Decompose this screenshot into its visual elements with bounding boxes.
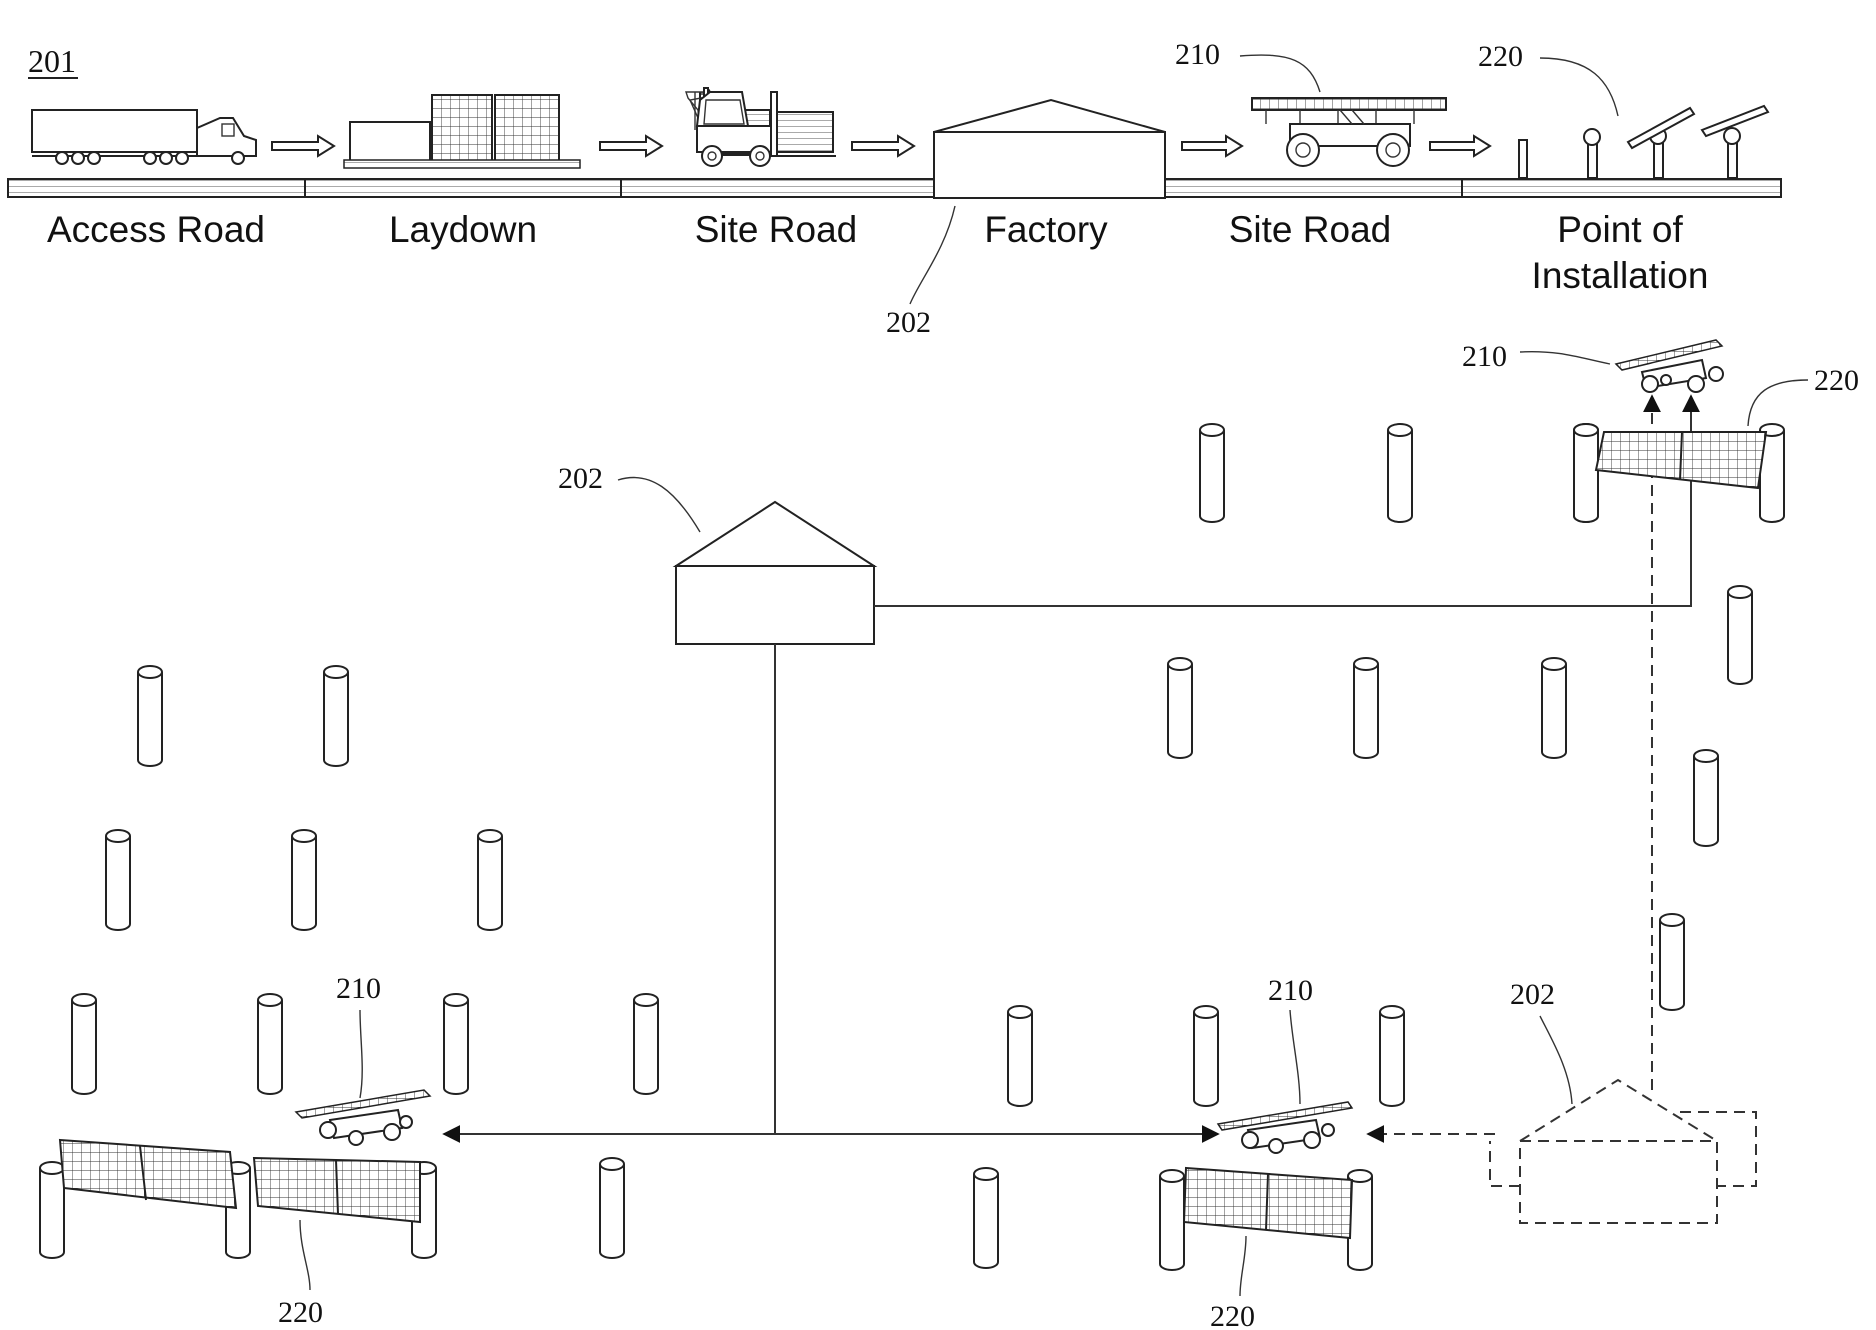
forklift-body [697, 92, 836, 166]
pile-post-top [974, 1168, 998, 1180]
leader-line [618, 477, 700, 532]
pile-post-top [444, 994, 468, 1006]
pile-post-top [600, 1158, 624, 1170]
pile-post [324, 672, 348, 766]
pile-post [106, 836, 130, 930]
installation-posts-icon [1519, 106, 1768, 178]
pile-post [1728, 592, 1752, 684]
pile-post-top [72, 994, 96, 1006]
pile-post-top [1354, 658, 1378, 670]
stage-label-installation: Installation [1532, 255, 1709, 296]
leader-line [1240, 55, 1320, 92]
pile-post [1542, 664, 1566, 758]
pile-post [40, 1168, 64, 1258]
tracker-array-bottom-middle [1184, 1168, 1352, 1238]
factory-main [676, 502, 874, 644]
pile-post-top [1194, 1006, 1218, 1018]
pile-post [1200, 430, 1224, 522]
leader-line [1290, 1010, 1300, 1104]
pile-post [1380, 1012, 1404, 1106]
ref-210-top-right: 210 [1462, 340, 1507, 373]
leader-line [360, 1010, 362, 1098]
pile-post [1160, 1176, 1184, 1270]
vehicle-bottom-middle [1218, 1102, 1352, 1153]
leader-line [910, 206, 955, 304]
installation-vehicle-icon [1252, 98, 1446, 166]
ref-210-bottom-middle: 210 [1268, 974, 1313, 1007]
pile-post-top [1660, 914, 1684, 926]
pile-post-top [634, 994, 658, 1006]
pile-field [40, 424, 1784, 1270]
pile-post-top [1388, 424, 1412, 436]
pile-post-top [1542, 658, 1566, 670]
leader-line [1748, 380, 1808, 426]
pile-post [1388, 430, 1412, 522]
stage-label-site-road-2: Site Road [1229, 209, 1392, 250]
ref-210-bottom-left: 210 [336, 972, 381, 1005]
pile-post [478, 836, 502, 930]
pile-post [1574, 430, 1598, 522]
pile-post-top [1694, 750, 1718, 762]
pile-post [1168, 664, 1192, 758]
pile-post-top [40, 1162, 64, 1174]
stage-label-point-of-installation: Point of [1557, 209, 1683, 250]
ref-220-top: 220 [1478, 40, 1523, 73]
leader-line [1520, 352, 1610, 364]
pile-post-top [106, 830, 130, 842]
pile-post [1660, 920, 1684, 1010]
factory-mobile [1490, 1080, 1756, 1223]
pile-post [444, 1000, 468, 1094]
pile-post [634, 1000, 658, 1094]
ref-210-top: 210 [1175, 38, 1220, 71]
laydown-crates-icon [344, 95, 580, 168]
pile-post-top [1574, 424, 1598, 436]
ref-202-mobile: 202 [1510, 978, 1555, 1011]
pile-post [1194, 1012, 1218, 1106]
stage-label-factory: Factory [984, 209, 1108, 250]
pile-post [1008, 1012, 1032, 1106]
leader-line [1540, 58, 1618, 116]
pile-post-top [1160, 1170, 1184, 1182]
leader-line [300, 1220, 310, 1290]
pile-post [1694, 756, 1718, 846]
process-strip: 201 [8, 38, 1781, 339]
vehicle-top-right [1616, 340, 1723, 392]
factory-building-icon [934, 100, 1165, 198]
pile-post [600, 1164, 624, 1258]
ref-202-main: 202 [558, 462, 603, 495]
pile-post [974, 1174, 998, 1268]
ref-220-bottom-middle: 220 [1210, 1300, 1255, 1330]
stage-label-access-road: Access Road [47, 209, 265, 250]
stage-label-site-road: Site Road [695, 209, 858, 250]
pile-post-top [258, 994, 282, 1006]
pile-post [138, 672, 162, 766]
pile-post [292, 836, 316, 930]
stage-label-laydown: Laydown [389, 209, 537, 250]
tracker-array-top-right [1596, 432, 1766, 488]
pile-post-top [138, 666, 162, 678]
pile-post [1354, 664, 1378, 758]
delivery-routes [444, 396, 1691, 1134]
pile-post-top [1728, 586, 1752, 598]
ref-220-top-right: 220 [1814, 364, 1859, 397]
leader-line [1240, 1236, 1246, 1296]
road-band [8, 179, 1781, 197]
pile-post-top [1008, 1006, 1032, 1018]
pile-post [258, 1000, 282, 1094]
ref-220-bottom-left: 220 [278, 1296, 323, 1329]
semi-truck-icon [32, 110, 256, 164]
pile-post-top [478, 830, 502, 842]
pile-post [72, 1000, 96, 1094]
pile-post-top [1168, 658, 1192, 670]
figure-ref-201: 201 [28, 43, 76, 79]
leader-line [1540, 1016, 1572, 1104]
pile-post-top [292, 830, 316, 842]
pile-post-top [1380, 1006, 1404, 1018]
pile-post-top [1200, 424, 1224, 436]
ref-202-top: 202 [886, 306, 931, 339]
vehicle-bottom-left [296, 1090, 430, 1145]
pile-post-top [324, 666, 348, 678]
